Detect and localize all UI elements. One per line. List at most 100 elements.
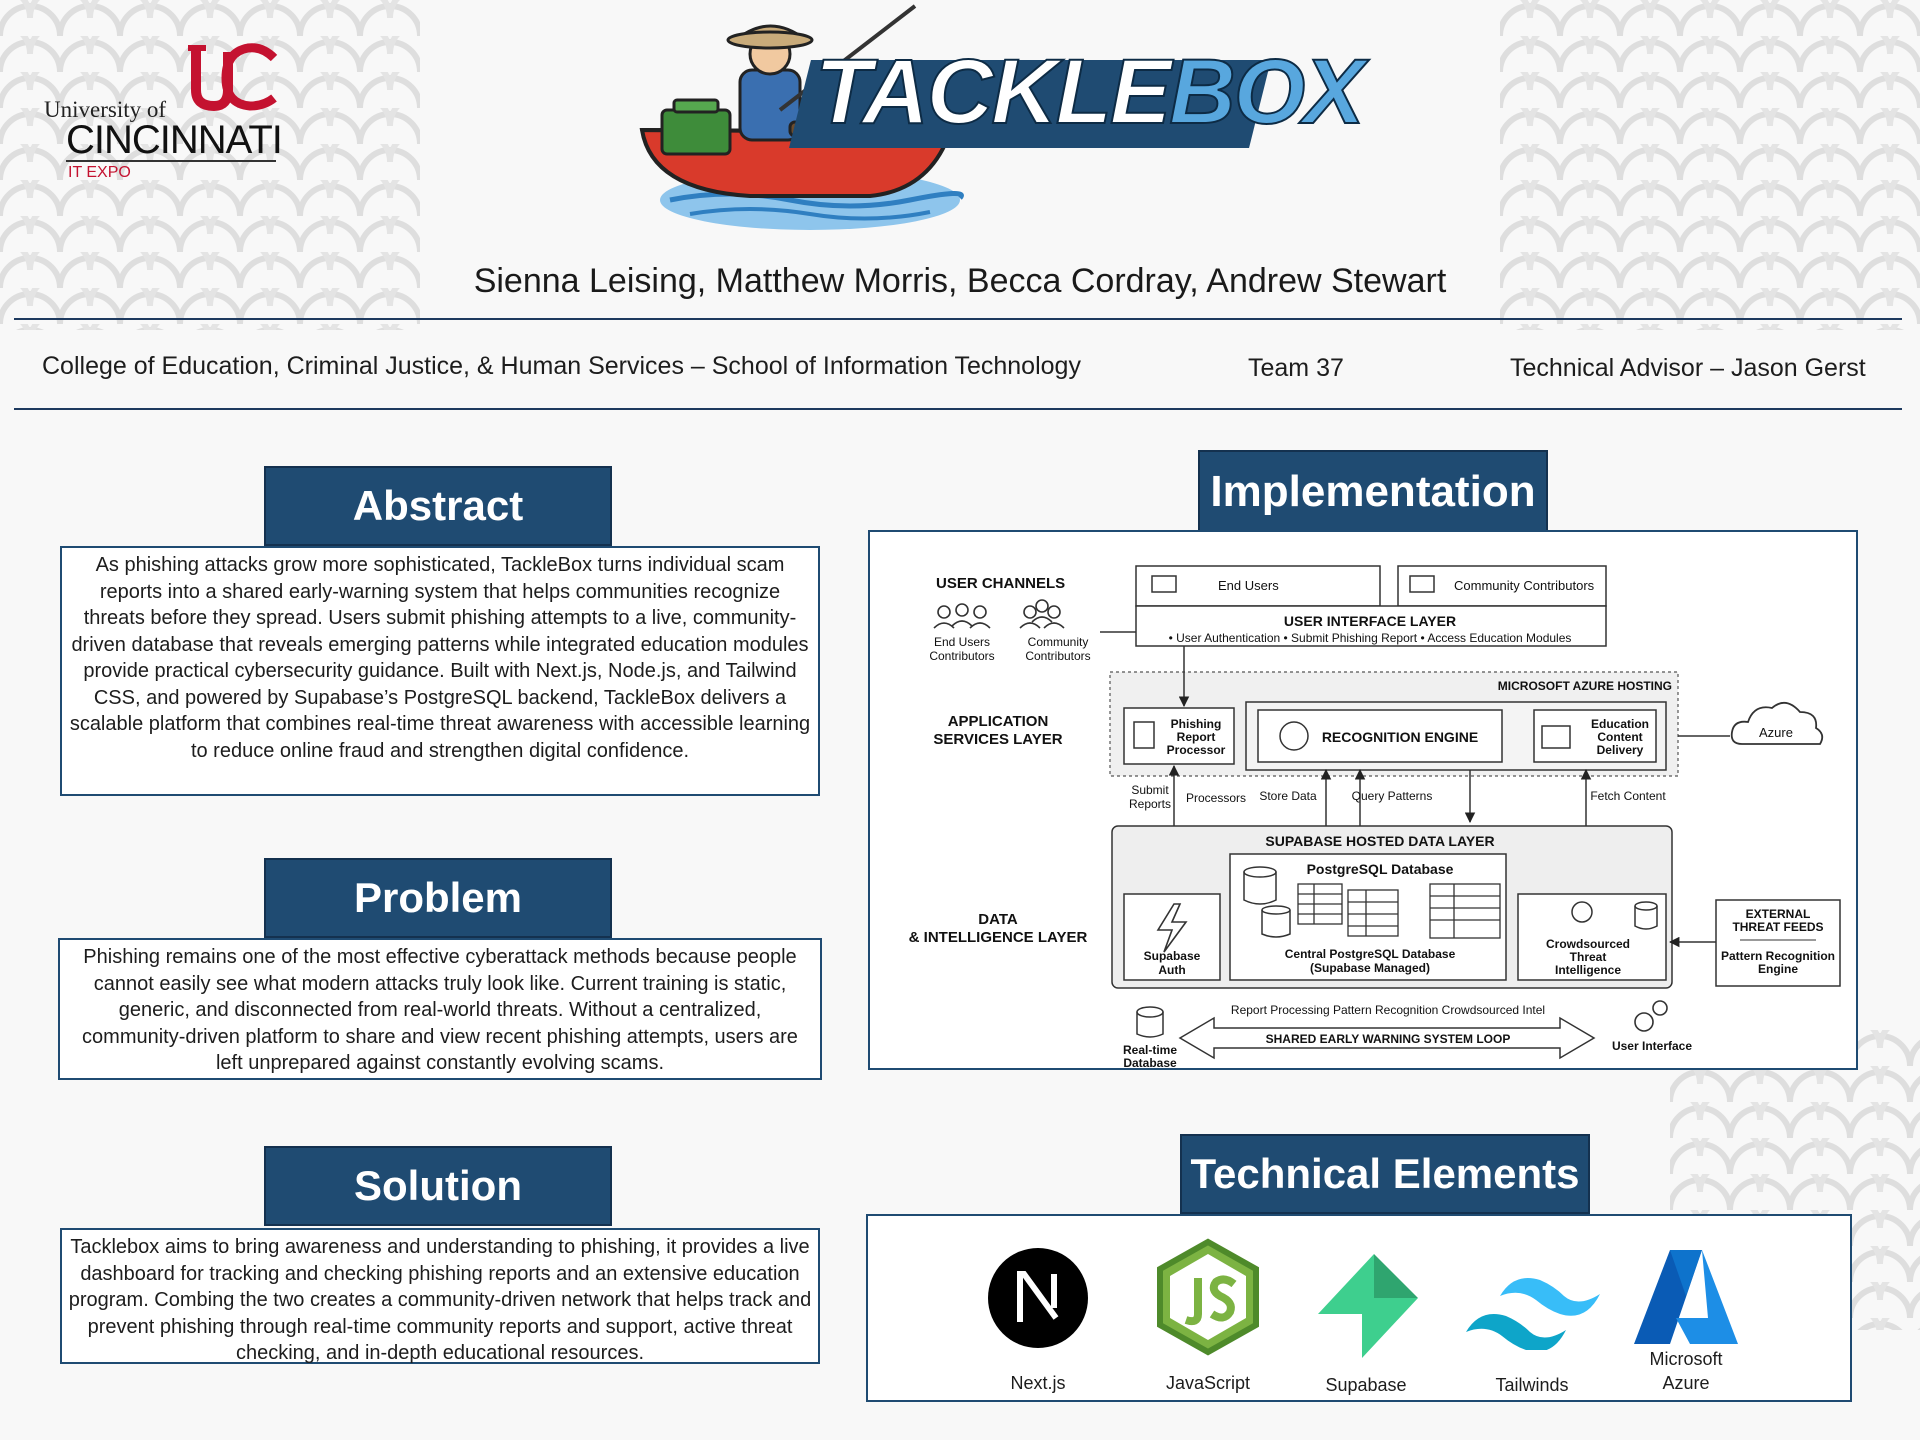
header-rule-top xyxy=(14,318,1902,320)
postgres-label: PostgreSQL Database xyxy=(1307,861,1454,877)
solution-body: Tacklebox aims to bring awareness and un… xyxy=(60,1228,820,1364)
tables-icon xyxy=(1297,883,1501,939)
logo-divider xyxy=(66,160,276,162)
phishing-processor-label-2: Report xyxy=(1177,730,1216,744)
problem-body: Phishing remains one of the most effecti… xyxy=(58,938,822,1080)
external-feeds-label-1: EXTERNAL xyxy=(1746,907,1811,921)
education-delivery-box xyxy=(1533,709,1657,763)
brain-icon xyxy=(1279,721,1309,751)
realtime-db-label-1: Real-time xyxy=(1123,1043,1177,1057)
crowdsourced-label-3: Intelligence xyxy=(1555,963,1621,977)
ui-layer-items: • User Authentication • Submit Phishing … xyxy=(1169,631,1572,645)
external-feeds-label-2: THREAT FEEDS xyxy=(1732,920,1823,934)
nextjs-label: Next.js xyxy=(1010,1373,1066,1393)
phishing-processor-box xyxy=(1123,707,1235,765)
query-patterns-label: Query Patterns xyxy=(1352,789,1433,803)
gears-icon xyxy=(1634,1000,1668,1032)
pattern-engine-label-1: Pattern Recognition xyxy=(1721,949,1835,963)
central-db-label-1: Central PostgreSQL Database xyxy=(1285,947,1456,961)
scale-pattern-right xyxy=(1500,0,1920,330)
data-layer-label-2: & INTELLIGENCE LAYER xyxy=(909,929,1088,946)
team-number: Team 37 xyxy=(1248,354,1344,382)
end-users-icon xyxy=(933,603,991,629)
people-search-icon xyxy=(1571,901,1593,923)
community-channel-label-2: Contributors xyxy=(1025,649,1090,663)
azure-label-2: Azure xyxy=(1662,1373,1710,1393)
scale-pattern-left xyxy=(0,0,420,330)
processors-label: Processors xyxy=(1186,791,1246,805)
realtime-database-icon xyxy=(1136,1006,1164,1038)
supabase-auth-label-2: Auth xyxy=(1158,963,1185,977)
realtime-db-label-2: Database xyxy=(1123,1056,1177,1068)
ui-layer-label: USER INTERFACE LAYER xyxy=(1284,613,1456,629)
community-channel-label-1: Community xyxy=(1028,635,1089,649)
ui-layer-box xyxy=(1135,605,1607,647)
azure-logo-icon xyxy=(1634,1250,1738,1344)
education-delivery-label-3: Delivery xyxy=(1597,743,1644,757)
fetch-content-label: Fetch Content xyxy=(1590,789,1666,803)
supabase-layer-label: SUPABASE HOSTED DATA LAYER xyxy=(1265,833,1494,849)
central-db-label-2: (Supabase Managed) xyxy=(1310,961,1430,975)
app-layer-label-2: SERVICES LAYER xyxy=(933,731,1062,748)
end-users-channel-label-2: Contributors xyxy=(929,649,994,663)
authors-line: Sienna Leising, Matthew Morris, Becca Co… xyxy=(473,262,1447,300)
azure-label-1: Microsoft xyxy=(1649,1349,1723,1369)
submit-reports-label-1: Submit xyxy=(1131,783,1169,797)
laptop-icon xyxy=(1151,575,1177,593)
tailwinds-label: Tailwinds xyxy=(1495,1375,1569,1395)
book-icon xyxy=(1541,725,1571,749)
implementation-heading: Implementation xyxy=(1198,450,1548,534)
college-info: College of Education, Criminal Justice, … xyxy=(42,352,1081,380)
header-rule-bottom xyxy=(14,408,1902,410)
javascript-label: JavaScript xyxy=(1165,1373,1251,1393)
submit-reports-label-2: Reports xyxy=(1129,797,1171,811)
user-channels-label: USER CHANNELS xyxy=(936,575,1065,592)
document-icon xyxy=(1133,721,1155,749)
title-part-tackle: TACKLE xyxy=(814,41,1172,143)
logo-name-text: CINCINNATI xyxy=(66,118,283,162)
crowd-database-icon xyxy=(1634,901,1658,930)
app-layer-label-1: APPLICATION xyxy=(948,713,1049,730)
education-delivery-label-1: Education xyxy=(1591,717,1649,731)
abstract-body: As phishing attacks grow more sophistica… xyxy=(60,546,820,796)
phishing-processor-label-3: Processor xyxy=(1167,743,1226,757)
loop-label: SHARED EARLY WARNING SYSTEM LOOP xyxy=(1266,1032,1511,1046)
supabase-auth-label-1: Supabase xyxy=(1144,949,1201,963)
loop-stage-labels: Report Processing Pattern Recognition Cr… xyxy=(1231,1003,1545,1017)
monitor-icon xyxy=(1409,575,1435,593)
cloud-icon xyxy=(1730,702,1824,745)
store-data-label: Store Data xyxy=(1259,789,1317,803)
crowdsourced-label-1: Crowdsourced xyxy=(1546,937,1630,951)
technical-panel: Next.js JavaScript Supabase Tailwinds Mi… xyxy=(866,1214,1852,1402)
logo-subtitle: IT EXPO xyxy=(68,164,131,181)
supabase-label: Supabase xyxy=(1325,1375,1407,1395)
lightning-icon xyxy=(1156,903,1188,953)
title-part-box: BOX xyxy=(1168,41,1365,143)
community-box xyxy=(1397,565,1607,607)
implementation-panel: USER CHANNELS End Users Contributors Com… xyxy=(868,530,1858,1070)
early-warning-loop-arrow xyxy=(1178,1016,1596,1060)
problem-heading: Problem xyxy=(264,858,612,938)
crowdsourced-label-2: Threat xyxy=(1570,950,1607,964)
education-delivery-label-2: Content xyxy=(1597,730,1642,744)
uc-monogram-icon xyxy=(188,43,278,112)
solution-heading: Solution xyxy=(264,1146,612,1226)
community-icon xyxy=(1019,599,1065,629)
database-icon xyxy=(1243,866,1291,938)
phishing-processor-label-1: Phishing xyxy=(1171,717,1222,731)
technical-heading: Technical Elements xyxy=(1180,1134,1590,1214)
technical-advisor: Technical Advisor – Jason Gerst xyxy=(1510,354,1866,382)
logo-university-text: University of xyxy=(44,97,167,122)
data-layer-label-1: DATA xyxy=(978,911,1018,928)
university-logo: University of CINCINNATI IT EXPO xyxy=(38,42,288,182)
recognition-engine-label: RECOGNITION ENGINE xyxy=(1322,729,1478,745)
user-interface-label: User Interface xyxy=(1612,1039,1692,1053)
end-users-box-label: End Users xyxy=(1218,578,1279,593)
javascript-logo-icon xyxy=(1157,1238,1259,1356)
project-title: TACKLEBOX xyxy=(814,41,1373,143)
pattern-engine-label-2: Engine xyxy=(1758,962,1798,976)
tailwind-logo-icon xyxy=(1466,1278,1600,1350)
community-box-label: Community Contributors xyxy=(1454,578,1595,593)
architecture-diagram: USER CHANNELS End Users Contributors Com… xyxy=(909,565,1841,1068)
azure-cloud-label: Azure xyxy=(1759,725,1793,740)
